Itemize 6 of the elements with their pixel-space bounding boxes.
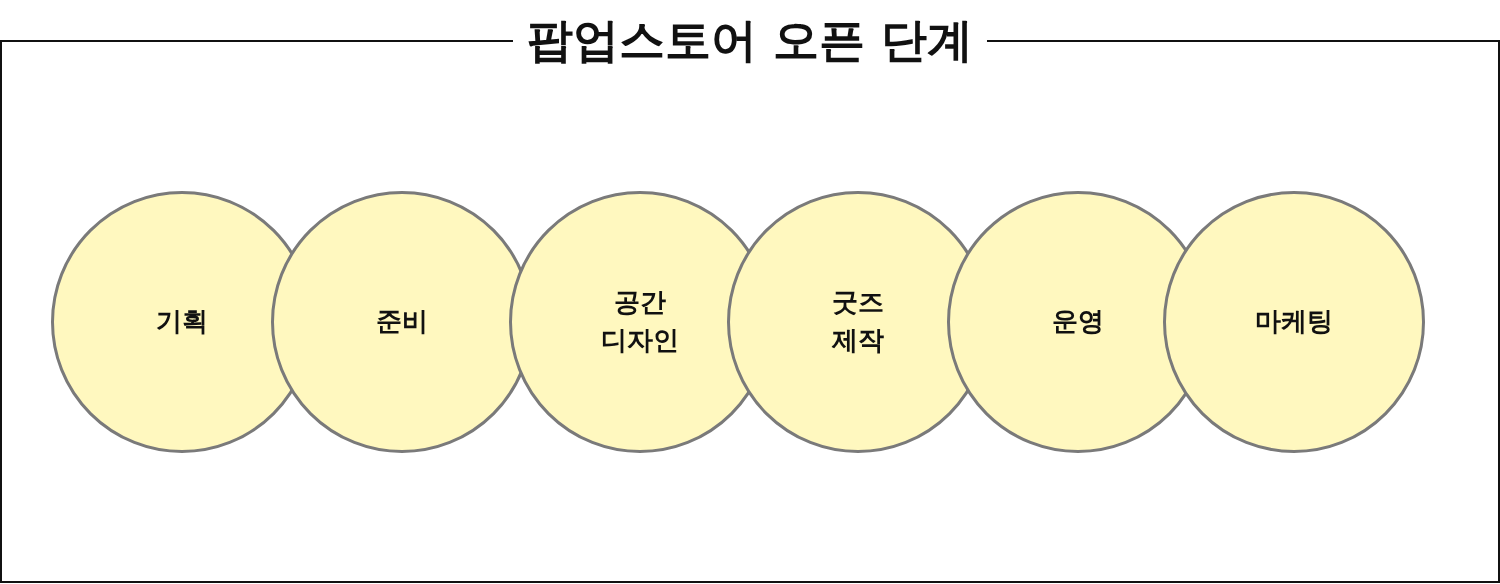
stage-label: 마케팅 bbox=[1254, 305, 1334, 339]
stage-label: 공간 디자인 bbox=[600, 286, 680, 357]
stage-label: 굿즈 제작 bbox=[831, 286, 885, 357]
stage-label: 기획 bbox=[155, 305, 209, 339]
stage-label: 운영 bbox=[1051, 305, 1105, 339]
stage-label: 준비 bbox=[375, 305, 429, 339]
